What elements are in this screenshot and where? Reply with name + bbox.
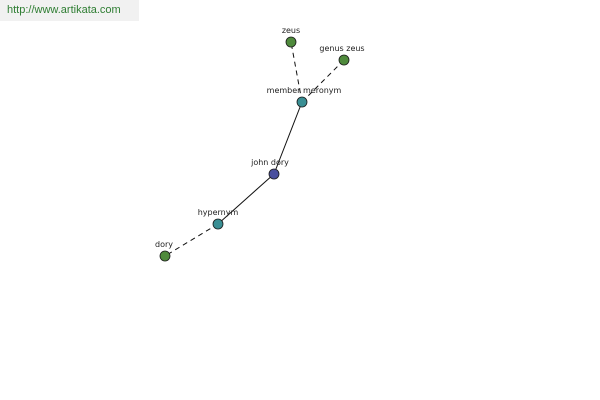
edge-hypernym-to-dory — [164, 223, 219, 257]
node-genus-zeus[interactable] — [338, 54, 350, 66]
edge-member-meronym-to-zeus — [290, 41, 303, 103]
source-url-banner[interactable]: http://www.artikata.com — [0, 0, 139, 21]
graph-labels: zeus genus zeus member meronym john dory hyp… — [155, 26, 365, 249]
source-url-link[interactable]: http://www.artikata.com — [7, 4, 121, 16]
node-label-genus-zeus: genus zeus — [319, 44, 364, 53]
node-john-dory[interactable] — [268, 168, 280, 180]
node-label-zeus: zeus — [282, 26, 300, 35]
graph-nodes — [159, 36, 350, 262]
node-dory[interactable] — [159, 250, 171, 262]
node-hypernym[interactable] — [212, 218, 224, 230]
node-label-dory: dory — [155, 240, 173, 249]
node-label-hypernym: hypernym — [198, 208, 239, 217]
node-zeus[interactable] — [285, 36, 297, 48]
node-member-meronym[interactable] — [296, 96, 308, 108]
edge-john-dory-to-member-meronym — [273, 101, 303, 175]
edge-member-meronym-to-genus-zeus — [301, 59, 345, 103]
node-label-member-meronym: member meronym — [267, 86, 342, 95]
edge-john-dory-to-hypernym — [217, 173, 275, 225]
graph-edges — [164, 41, 345, 257]
node-label-john-dory: john dory — [250, 158, 289, 167]
